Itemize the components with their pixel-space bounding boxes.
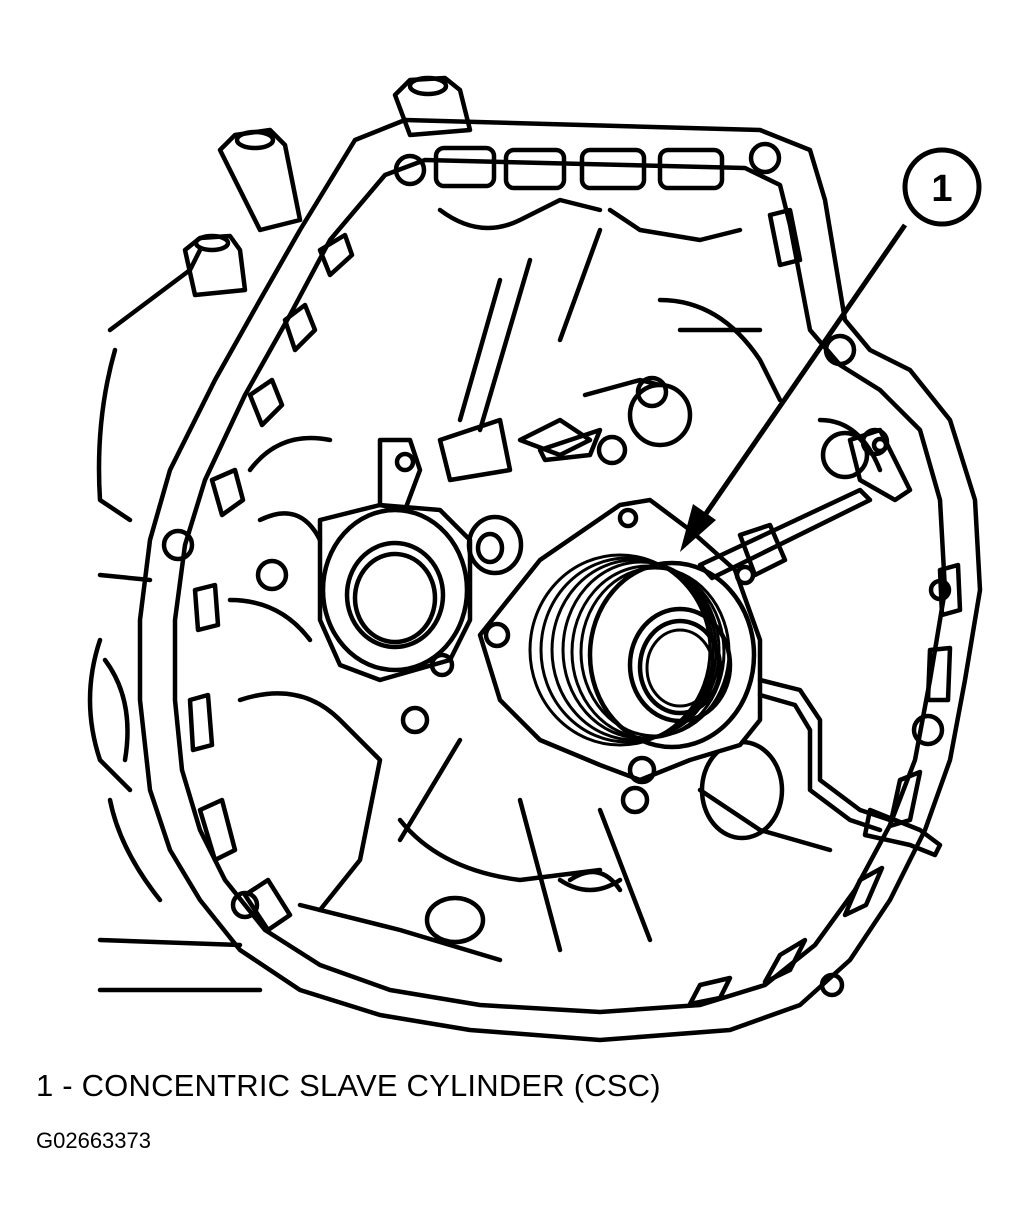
callout-leader (680, 223, 908, 552)
mounting-boss-left (217, 127, 303, 233)
mounting-boss-top (392, 75, 473, 138)
transmission-housing-illustration: 1 (87, 75, 983, 1043)
figure-id: G02663373 (36, 1128, 151, 1153)
release-fork (537, 375, 870, 480)
mounting-boss-small (182, 233, 248, 298)
figure-legend: 1 - CONCENTRIC SLAVE CYLINDER (CSC) (36, 1068, 661, 1103)
housing-interior-webbing (227, 197, 883, 963)
input-bearing-retainer (255, 437, 524, 735)
transmission-case-body (87, 247, 263, 993)
callout-number: 1 (931, 168, 952, 210)
callout-marker: 1 (902, 147, 982, 227)
bell-housing-flange (137, 117, 983, 1043)
concentric-slave-cylinder (477, 427, 943, 858)
